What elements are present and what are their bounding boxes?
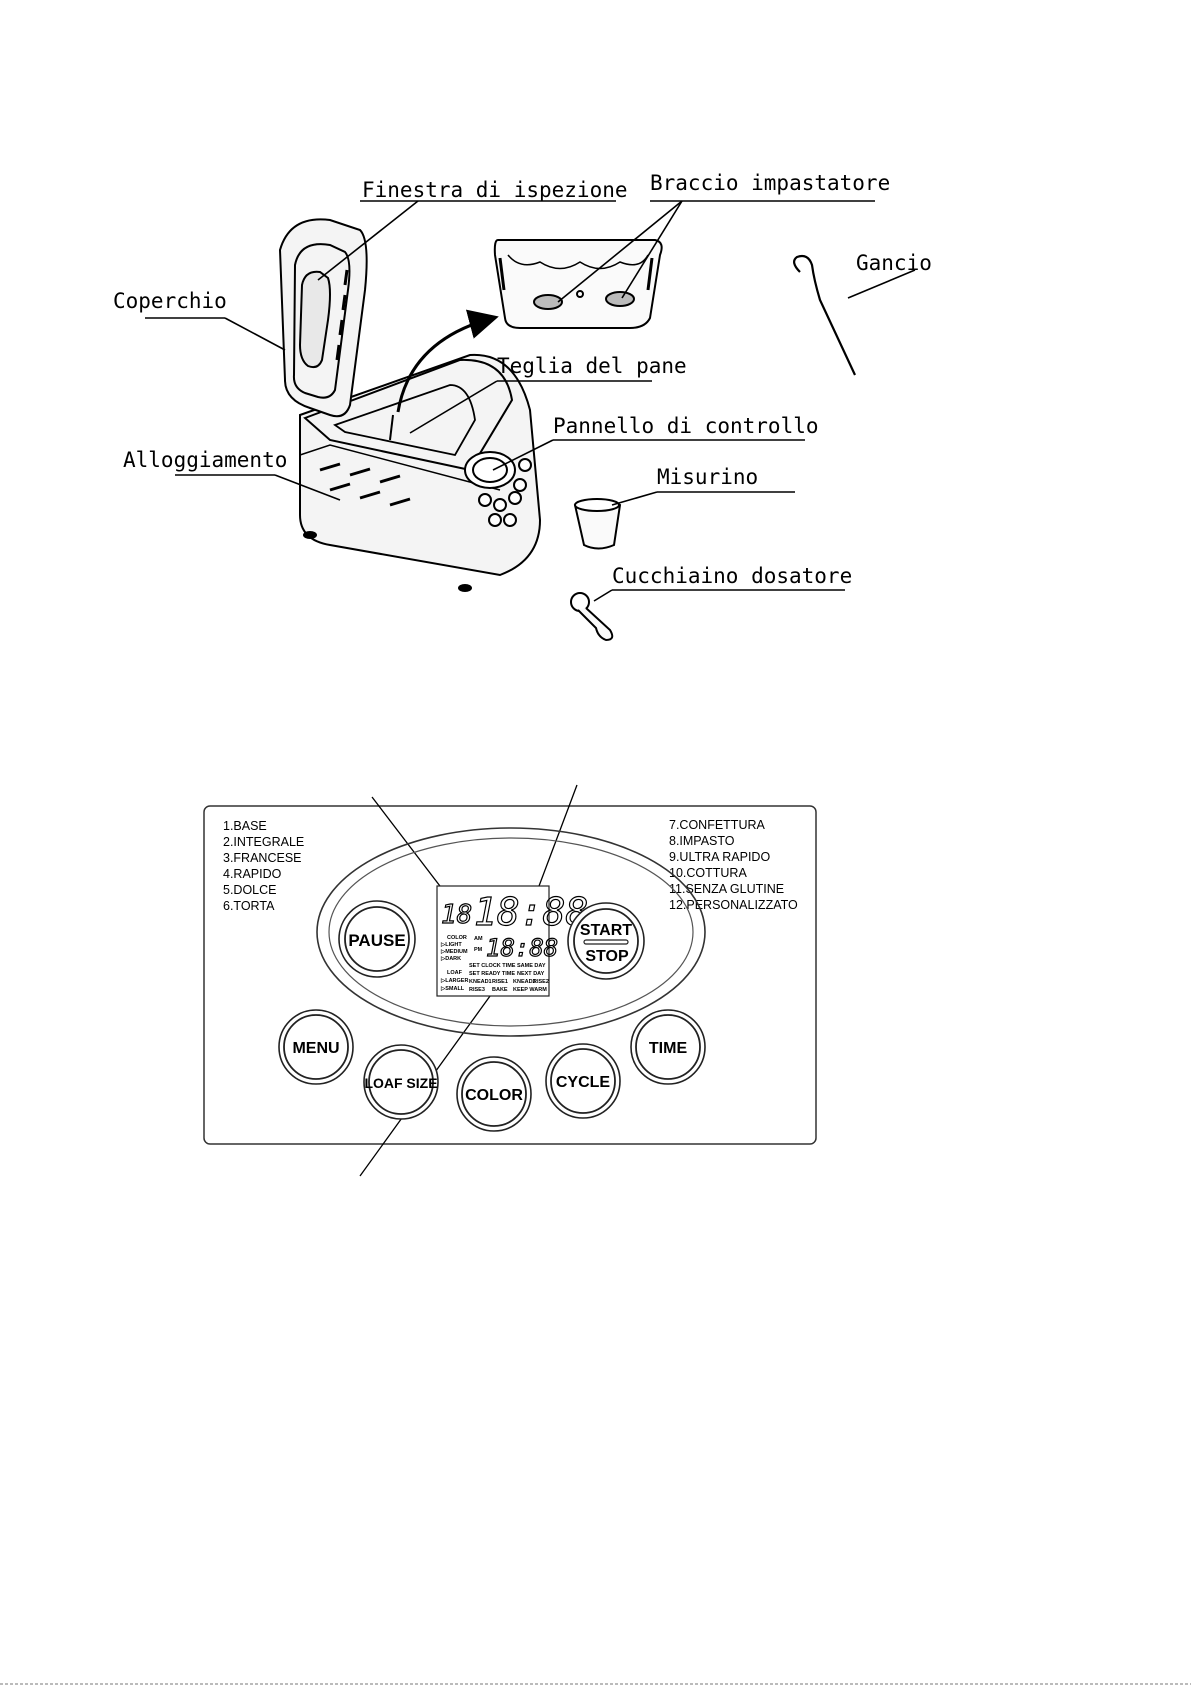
program-item: 5.DOLCE — [223, 883, 277, 897]
measuring-cup-illustration — [573, 498, 622, 550]
color-button[interactable]: COLOR — [456, 1056, 532, 1132]
program-list-left: 1.BASE 2.INTEGRALE 3.FRANCESE 4.RAPIDO 5… — [223, 819, 304, 913]
program-list-right: 7.CONFETTURA 8.IMPASTO 9.ULTRA RAPIDO 10… — [669, 818, 798, 912]
panel-outer-ellipse — [316, 827, 706, 1037]
program-item: 3.FRANCESE — [223, 851, 302, 865]
label-hook: Gancio — [856, 251, 932, 275]
lcd-color-medium: ▷MEDIUM — [440, 948, 468, 955]
lcd-same-day: SAME DAY — [517, 963, 546, 969]
label-housing: Alloggiamento — [123, 448, 287, 472]
program-item: 4.RAPIDO — [223, 867, 282, 881]
lcd-loaf-small: ▷SMALL — [440, 985, 465, 992]
time-label: TIME — [649, 1040, 688, 1057]
menu-label: MENU — [292, 1040, 339, 1057]
lcd-sub-digits: 18:88 — [486, 934, 558, 962]
start-label: START — [580, 922, 632, 939]
lcd-program-digit: 18 — [441, 900, 472, 930]
lcd-knead1: KNEAD1 — [469, 979, 492, 985]
label-kneading-paddle: Braccio impastatore — [650, 171, 890, 195]
program-item: 10.COTTURA — [669, 866, 747, 880]
program-item: 11.SENZA GLUTINE — [669, 882, 784, 896]
program-item: 2.INTEGRALE — [223, 835, 304, 849]
label-measuring-spoon: Cucchiaino dosatore — [612, 564, 852, 588]
pan-arrow — [396, 309, 499, 413]
control-panel-diagram: 1.BASE 2.INTEGRALE 3.FRANCESE 4.RAPIDO 5… — [203, 784, 817, 1177]
program-item: 8.IMPASTO — [669, 834, 735, 848]
label-lid: Coperchio — [113, 289, 227, 313]
label-control-panel: Pannello di controllo — [553, 414, 819, 438]
hook-illustration — [793, 254, 856, 376]
pause-label: PAUSE — [348, 931, 405, 950]
stop-label: STOP — [585, 948, 629, 965]
lcd-pointer-line-2 — [532, 784, 578, 903]
lcd-set-ready-time: SET READY TIME — [469, 971, 515, 977]
lcd-set-clock-time: SET CLOCK TIME — [469, 963, 516, 969]
lcd-color-title: COLOR — [447, 935, 467, 941]
start-stop-button[interactable]: START STOP — [567, 902, 645, 980]
housing-illustration — [299, 353, 542, 592]
lcd-knead2: KNEAD2 — [513, 979, 536, 985]
lcd-color-dark: ▷DARK — [440, 955, 461, 962]
lcd-loaf-title: LOAF — [447, 970, 463, 976]
lid-illustration — [278, 218, 368, 418]
pause-button[interactable]: PAUSE — [338, 900, 416, 978]
program-item: 9.ULTRA RAPIDO — [669, 850, 770, 864]
lcd-am: AM — [474, 936, 483, 942]
lcd-frame — [436, 885, 550, 997]
bread-machine-diagram: Finestra di ispezione Braccio impastator… — [113, 171, 932, 642]
lcd-rise1: RISE1 — [492, 979, 508, 985]
leader-lines — [145, 200, 916, 602]
program-item: 6.TORTA — [223, 899, 275, 913]
panel-inner-ellipse — [328, 837, 694, 1027]
cycle-button[interactable]: CYCLE — [545, 1043, 621, 1119]
lcd-main-digits: 18:88 — [474, 890, 588, 934]
lcd-bake: BAKE — [492, 987, 508, 993]
lcd-keep-warm: KEEP WARM — [513, 987, 547, 993]
lcd-display: 18 18:88 COLOR AM PM ▷LIGHT ▷MEDIUM ▷DAR… — [436, 885, 589, 997]
cycle-label: CYCLE — [556, 1074, 611, 1091]
lcd-next-day: NEXT DAY — [517, 971, 545, 977]
program-item: 12.PERSONALIZZATO — [669, 898, 798, 912]
menu-button[interactable]: MENU — [278, 1009, 354, 1085]
loaf-size-button[interactable]: LOAF SIZE — [363, 1044, 439, 1120]
lcd-rise3: RISE3 — [469, 987, 485, 993]
color-label: COLOR — [465, 1087, 523, 1104]
start-stop-divider — [583, 939, 629, 945]
loaf-size-label: LOAF SIZE — [364, 1075, 437, 1091]
program-item: 7.CONFETTURA — [669, 818, 766, 832]
time-button[interactable]: TIME — [630, 1009, 706, 1085]
label-bread-pan: Teglia del pane — [497, 354, 687, 378]
label-lid-window: Finestra di ispezione — [362, 178, 628, 202]
measuring-spoon-illustration — [570, 592, 614, 642]
label-measuring-cup: Misurino — [657, 465, 758, 489]
lcd-loaf-larger: ▷LARGER — [440, 977, 468, 984]
program-item: 1.BASE — [223, 819, 267, 833]
bread-pan-illustration — [493, 239, 663, 329]
lcd-pm: PM — [474, 947, 483, 953]
lcd-color-light: ▷LIGHT — [440, 941, 462, 948]
lcd-rise2: RISE2 — [533, 979, 549, 985]
